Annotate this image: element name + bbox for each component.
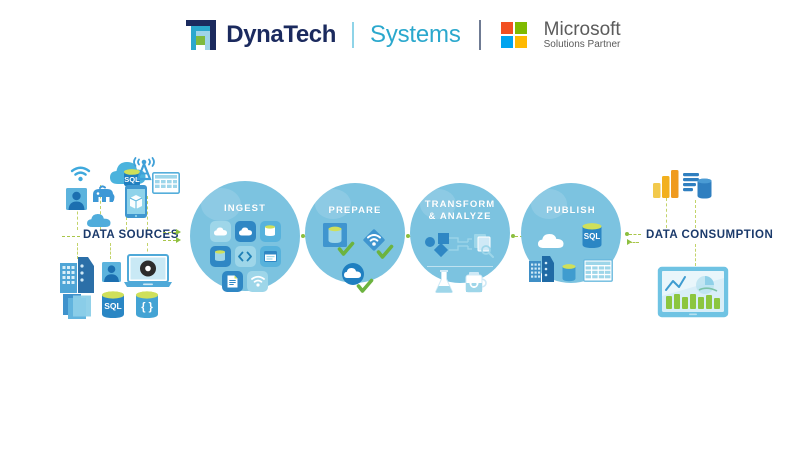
- cloud-tile-icon: [209, 220, 231, 242]
- stage-circle-publish[interactable]: PUBLISH SQL: [521, 183, 621, 283]
- arrow-right-icon: [176, 228, 181, 235]
- hadoop-elephant-icon: [90, 185, 115, 211]
- spreadsheet-grid-icon: [583, 258, 613, 287]
- data-consumption-label: DATA CONSUMPTION: [646, 229, 774, 241]
- mobile-phone-icon: [125, 185, 147, 223]
- cloud-filled-tile-icon: [234, 220, 256, 242]
- server-tile-icon: [259, 220, 281, 242]
- stage-label-ingest: INGEST: [224, 203, 266, 214]
- dynatech-nested-square-logo: [186, 20, 217, 51]
- database-check-icon: [323, 222, 355, 256]
- green-check-icon: [356, 278, 374, 293]
- reports-database-icon: [683, 172, 713, 205]
- window-tile-icon: [259, 245, 281, 267]
- cloud-check-icon: [340, 262, 374, 293]
- svg-text:SQL: SQL: [584, 232, 601, 241]
- connector-dot: [511, 234, 515, 238]
- code-brackets-tile-icon: [234, 245, 256, 267]
- arrow-right-icon: [627, 238, 632, 245]
- divider: [427, 265, 493, 268]
- microsoft-label: Microsoft: [543, 19, 621, 40]
- stage-label-line1: TRANSFORM: [424, 199, 496, 210]
- connector-dashed-horizontal: [62, 236, 80, 237]
- connector-dashed-horizontal: [163, 240, 176, 241]
- brand-name-secondary: Systems: [370, 21, 461, 49]
- user-icon-2: [102, 262, 121, 287]
- connector-dot: [301, 234, 305, 238]
- connector-dashed-horizontal: [629, 234, 641, 235]
- svg-text:SQL: SQL: [124, 175, 140, 184]
- sql-database-icon: SQL: [99, 291, 127, 324]
- microsoft-logo-icon: [500, 22, 527, 49]
- stage-label-line2: & ANALYZE: [428, 210, 492, 222]
- connector-dashed-vertical: [695, 200, 696, 228]
- cloud-icon: [87, 213, 111, 233]
- prepare-icon-group: [305, 222, 405, 293]
- database-tile-icon: [209, 245, 231, 267]
- wifi-tile-icon: [247, 270, 268, 292]
- green-check-icon: [337, 241, 355, 256]
- connector-dashed-horizontal: [629, 242, 639, 243]
- connector-dashed-vertical: [147, 196, 148, 230]
- small-database-icon: [561, 264, 577, 287]
- publish-icon-group: SQL: [521, 223, 621, 287]
- svg-text:SQL: SQL: [104, 301, 121, 311]
- power-bi-bars-icon: [653, 170, 679, 203]
- flask-icon: [434, 270, 454, 298]
- brand-divider-thin: [352, 22, 355, 49]
- sql-database-icon: SQL: [580, 223, 604, 254]
- json-database-icon: { }: [133, 291, 161, 324]
- brand-partner-divider: [478, 20, 481, 51]
- connector-dot: [406, 234, 410, 238]
- connector-dot: [625, 232, 629, 236]
- arrow-right-icon: [176, 236, 181, 243]
- office-buildings-icon: [60, 257, 96, 298]
- stage-circle-prepare[interactable]: PREPARE: [305, 183, 405, 293]
- document-tile-icon: [222, 270, 243, 292]
- transform-icon-group: [410, 229, 510, 299]
- connector-dashed-vertical: [147, 243, 148, 257]
- stage-label-transform-analyze: TRANSFORM & ANALYZE: [425, 199, 496, 223]
- tablet-dashboard-icon: [657, 266, 729, 323]
- connector-dashed-vertical: [77, 243, 78, 259]
- connector-dashed-vertical: [77, 196, 78, 230]
- connector-dashed-horizontal: [163, 232, 176, 233]
- brand-header: DynaTech Systems Microsoft Solutions Par…: [0, 20, 807, 51]
- ingest-icon-grid: [190, 220, 300, 292]
- data-sources-label: DATA SOURCES: [83, 229, 179, 241]
- cloud-icon: [538, 233, 564, 254]
- brand-name-primary: DynaTech: [226, 21, 337, 49]
- cloud-sql-database-icon: SQL: [110, 160, 146, 195]
- partner-tier-label: Solutions Partner: [543, 38, 621, 50]
- wifi-diamond-check-icon: [361, 227, 394, 259]
- spreadsheet-grid-icon: [152, 172, 180, 199]
- stage-circle-ingest[interactable]: INGEST: [190, 181, 300, 292]
- documents-stack-icon: [63, 294, 93, 325]
- stage-circle-transform-analyze[interactable]: TRANSFORM & ANALYZE: [410, 183, 510, 294]
- beaker-gear-icon: [464, 270, 487, 298]
- connector-dashed-horizontal: [515, 236, 523, 237]
- radio-tower-icon: [133, 156, 155, 185]
- connector-dashed-vertical: [100, 185, 101, 230]
- microsoft-partner-text: Microsoft Solutions Partner: [544, 20, 621, 50]
- stage-label-publish: PUBLISH: [546, 205, 596, 216]
- svg-text:{ }: { }: [141, 301, 153, 313]
- office-buildings-icon: [529, 255, 555, 287]
- stage-label-prepare: PREPARE: [328, 205, 382, 216]
- wifi-icon: [70, 166, 91, 187]
- connector-dashed-vertical: [110, 243, 111, 259]
- laptop-media-icon: [124, 254, 172, 293]
- connector-dashed-vertical: [666, 198, 667, 228]
- node-flow-diagram-icon: [424, 231, 496, 262]
- connector-dashed-vertical: [695, 244, 696, 266]
- user-icon: [66, 188, 87, 215]
- green-check-icon: [376, 244, 394, 259]
